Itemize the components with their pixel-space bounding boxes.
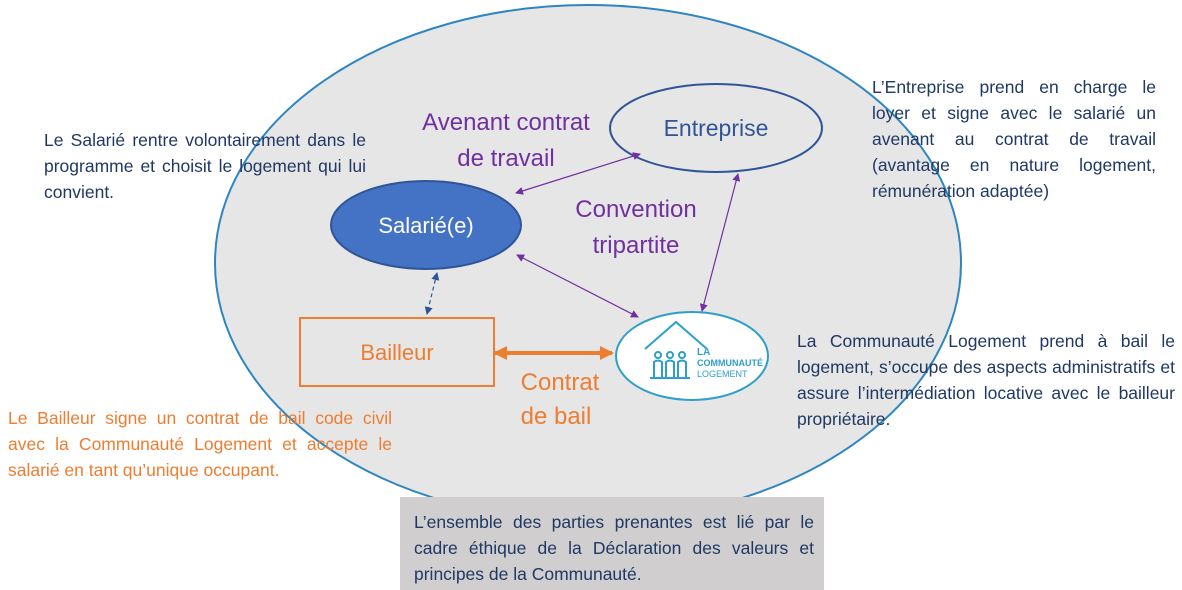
salarie-bailleur-dashed-arrow — [424, 272, 440, 315]
people-house-icon — [644, 320, 708, 379]
salarie-label: Salarié(e) — [378, 213, 473, 238]
communaute-logo-line2: COMMUNAUTÉ — [697, 358, 763, 368]
convention-arrow-salarie — [516, 254, 639, 318]
ethics-footer-box: L’ensemble des parties prenantes est lié… — [400, 497, 824, 590]
convention-arrow-entreprise — [699, 173, 741, 312]
entreprise-note: L’Entreprise prend en charge le loyer et… — [872, 77, 1156, 201]
bailleur-note: Le Bailleur signe un contrat de bail cod… — [8, 408, 392, 480]
convention-label-line2: tripartite — [593, 232, 680, 259]
bailleur-label: Bailleur — [360, 340, 433, 365]
entreprise-node[interactable]: Entreprise — [609, 83, 823, 173]
convention-label-line1: Convention — [575, 196, 696, 223]
communaute-logo-line3: LOGEMENT — [697, 369, 748, 379]
bail-label-line2: de bail — [521, 403, 592, 430]
avenant-label-line2: de travail — [457, 145, 554, 172]
communaute-logo-line1: LA — [697, 347, 710, 358]
salarie-node[interactable]: Salarié(e) — [330, 180, 522, 270]
bail-label-line1: Contrat — [521, 369, 600, 396]
avenant-label-line1: Avenant contrat — [422, 109, 590, 136]
avenant-arrow — [515, 152, 641, 195]
communaute-note: La Communauté Logement prend à bail le l… — [797, 331, 1175, 429]
salarie-note: Le Salarié rentre volontairement dans le… — [44, 130, 366, 202]
communaute-node[interactable]: LA COMMUNAUTÉ LOGEMENT — [615, 311, 769, 401]
ethics-footer-text: L’ensemble des parties prenantes est lié… — [414, 512, 814, 584]
entreprise-label: Entreprise — [664, 115, 769, 141]
bailleur-node[interactable]: Bailleur — [299, 317, 495, 387]
